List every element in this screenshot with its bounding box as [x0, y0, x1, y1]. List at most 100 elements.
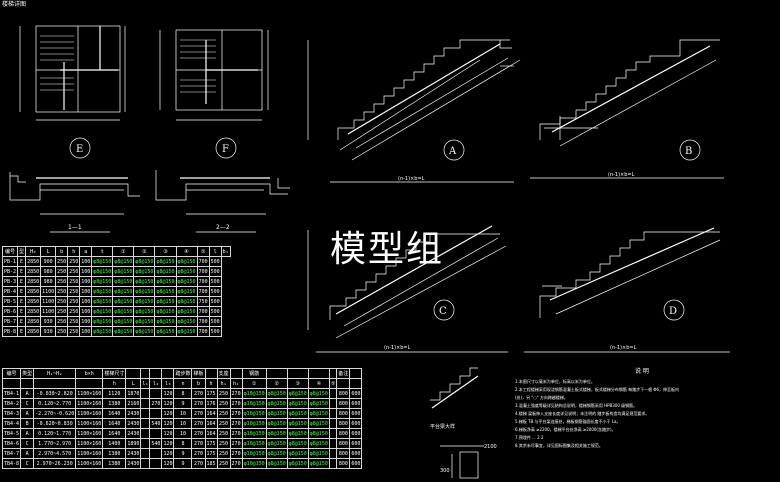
table-cell: 700 [196, 316, 210, 327]
table-cell: 250 [67, 326, 81, 337]
table-header-cell [336, 378, 351, 389]
table-header-cell: h [102, 378, 127, 389]
table-cell: 270 [191, 418, 206, 429]
table-cell [149, 458, 163, 469]
view-label-b: B [685, 146, 692, 157]
table-cell: 120 [161, 458, 175, 469]
table-cell: TB4-1 [1, 388, 22, 399]
table-cell: 700 [196, 326, 210, 337]
table-cell: -2.270~-0.620 [33, 408, 77, 419]
table-cell: PB-4 [1, 286, 19, 297]
table-cell: 164 [204, 418, 218, 429]
table-cell: 2.970~4.570 [33, 448, 77, 459]
table-header-cell: b [191, 378, 206, 389]
table-cell: 500 [208, 286, 222, 297]
table-cell: 100 [79, 326, 93, 337]
table-cell: φ8@150 [175, 276, 198, 287]
table-cell: 2850 [25, 256, 42, 267]
table-header-cell: ④ [175, 246, 198, 257]
table-cell: 270 [191, 438, 206, 449]
table-cell: 250 [67, 286, 81, 297]
table-cell: φ8@150 [133, 276, 156, 287]
table-cell: 270 [191, 448, 206, 459]
table-cell: φ8@150 [112, 256, 135, 267]
table-cell: 600 [349, 398, 363, 409]
table-cell [328, 408, 338, 419]
table-cell: 500 [208, 276, 222, 287]
table-header-cell [229, 368, 243, 379]
table-cell: 2850 [25, 316, 42, 327]
table-cell [140, 408, 151, 419]
table-cell [140, 458, 151, 469]
table-cell: E [17, 296, 27, 307]
table-header-cell: ⑤ [328, 378, 338, 389]
table-cell: φ8@150 [307, 448, 330, 459]
table-cell: 270 [191, 408, 206, 419]
stair-section-a [307, 39, 521, 183]
table-header-cell: ① [112, 246, 135, 257]
table-cell: 10 [173, 408, 193, 419]
table-cell: TB4-8 [1, 458, 22, 469]
table-cell: 250 [55, 326, 69, 337]
table-cell: φ8@150 [307, 398, 330, 409]
table-cell: C [20, 398, 35, 409]
table-cell: TB4-2 [1, 398, 22, 409]
table-cell: 800 [336, 438, 351, 449]
table-cell: 750 [196, 296, 210, 307]
table-cell: A [20, 448, 35, 459]
platform-beam-detail [430, 367, 484, 479]
table-cell: φ10@150 [241, 428, 267, 439]
table-cell: E [17, 306, 27, 317]
table-cell: 270 [191, 388, 206, 399]
table-cell [140, 418, 151, 429]
table-cell: E [17, 286, 27, 297]
table-header-cell [140, 368, 151, 379]
table-cell: E [17, 256, 27, 267]
table-cell [328, 438, 338, 449]
note-line: 6.梯板净高 ≥2200，楼梯平台处净高 ≥2000(含踏步)。 [515, 427, 616, 432]
table-cell: φ8@150 [175, 296, 198, 307]
stair-section-d [524, 227, 730, 353]
table-cell: φ8@150 [175, 266, 198, 277]
table-cell: φ10@150 [241, 408, 267, 419]
table-cell: φ8@150 [133, 256, 156, 267]
table-cell: 600 [349, 458, 363, 469]
stair-section-c [307, 225, 508, 353]
table-header-cell: h [67, 246, 81, 257]
table-cell: 250 [67, 256, 81, 267]
table-cell: 270 [149, 398, 163, 409]
table-cell: TB4-4 [1, 418, 22, 429]
table-cell: 1100×160 [75, 418, 104, 429]
detail-dim-2: 300 [440, 468, 450, 474]
watermark-text: 模型组 [330, 229, 445, 270]
note-line: 3.混凝土强度等级详见结构总说明，楼梯钢筋采用 HPB300 级钢筋。 [515, 403, 638, 408]
table-cell: φ8@150 [133, 306, 156, 317]
table-header-cell: ③ [154, 246, 177, 257]
table-cell: 1100×160 [75, 438, 104, 449]
table-cell: 1400 [102, 438, 127, 449]
table-cell: 175 [204, 438, 218, 449]
table-header-cell: l₃ [161, 378, 175, 389]
table-cell: 980 [40, 276, 57, 287]
table-header-cell: ① [241, 378, 267, 389]
table-cell: 800 [336, 408, 351, 419]
table-header-cell [204, 368, 218, 379]
table-cell: 800 [336, 388, 351, 399]
table-cell: 2850 [25, 306, 42, 317]
table-cell: 250 [216, 438, 231, 449]
table-cell: 120 [161, 428, 175, 439]
table-cell: 2430 [125, 408, 142, 419]
table-cell: 270 [229, 458, 243, 469]
table-header-cell: ④ [307, 378, 330, 389]
table-cell: 10 [173, 428, 193, 439]
table-cell: 2850 [25, 286, 42, 297]
